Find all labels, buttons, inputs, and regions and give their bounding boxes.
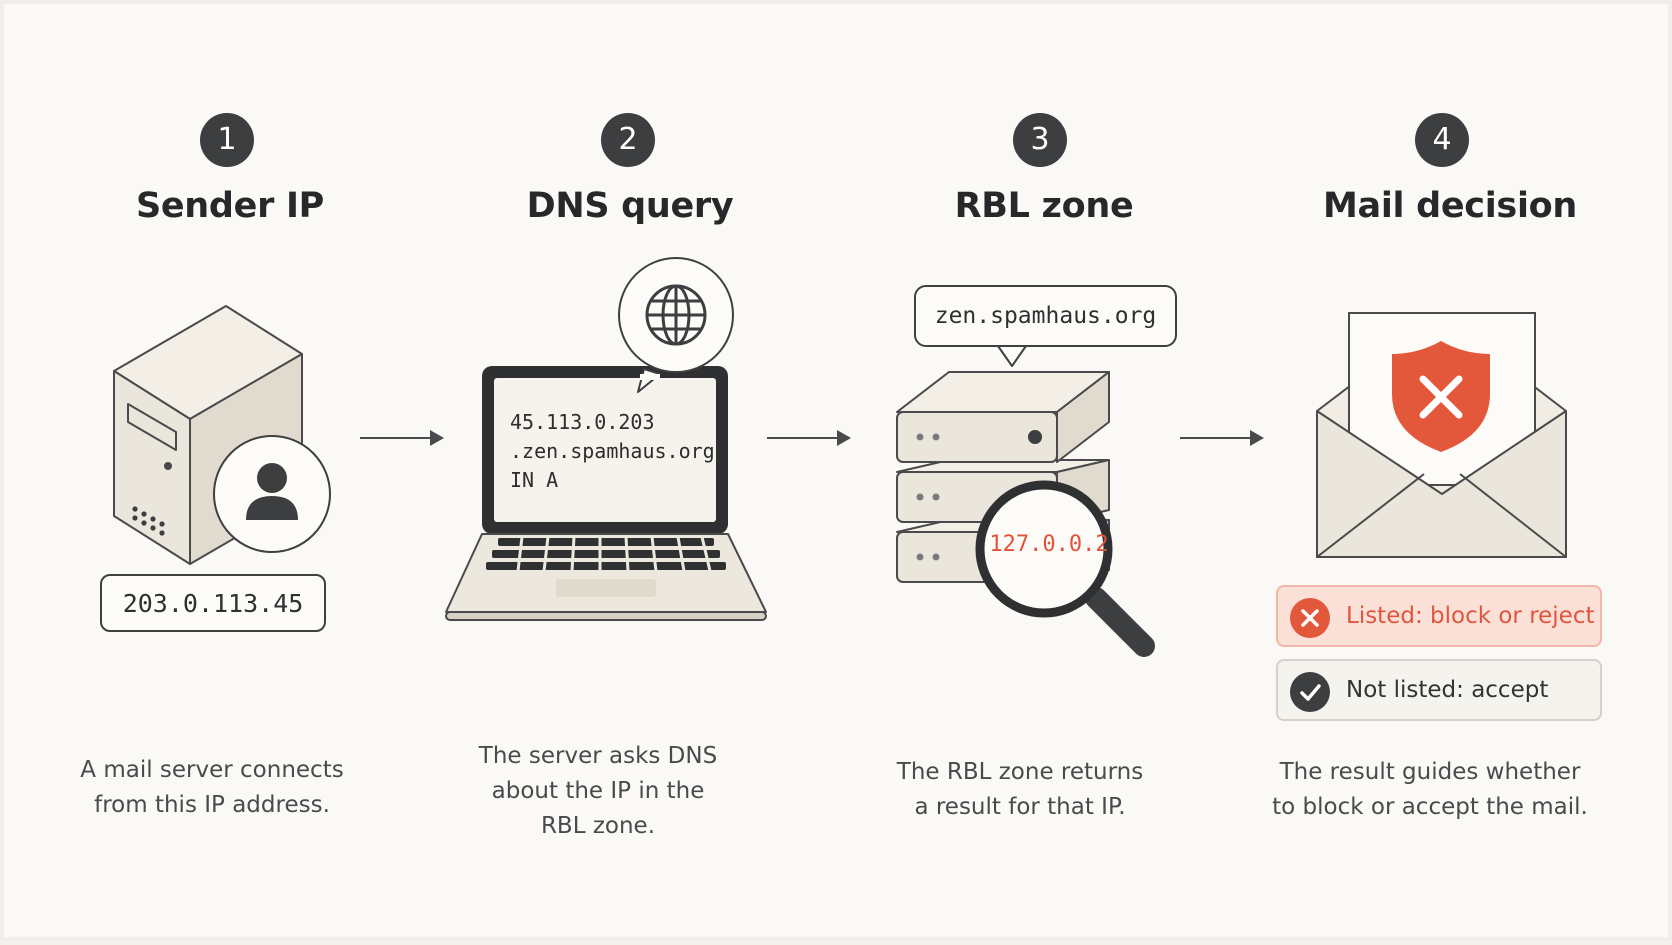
dns-query-line: IN A xyxy=(510,468,559,492)
step-2-description: The server asks DNS about the IP in the … xyxy=(418,739,778,844)
outcome-listed: Listed: block or reject xyxy=(1276,585,1602,647)
laptop-icon xyxy=(445,366,767,621)
description-line: about the IP in the xyxy=(491,778,705,804)
step-4-number: 4 xyxy=(1415,113,1469,167)
outcome-not-listed: Not listed: accept xyxy=(1276,659,1602,721)
rbl-zone-name: zen.spamhaus.org xyxy=(914,285,1177,347)
globe-icon xyxy=(618,257,734,393)
check-icon xyxy=(1290,672,1330,712)
step-4-description: The result guides whether to block or ac… xyxy=(1240,755,1620,825)
magnifier-icon xyxy=(975,480,1155,657)
envelope-icon xyxy=(1316,312,1567,558)
arrow-right-icon xyxy=(360,430,444,446)
step-2-number: 2 xyxy=(601,113,655,167)
shield-x-icon xyxy=(1392,341,1490,452)
sender-ip-address: 203.0.113.45 xyxy=(100,574,326,632)
description-line: The server asks DNS xyxy=(478,743,718,769)
description-line: The RBL zone returns xyxy=(896,759,1144,785)
description-line: from this IP address. xyxy=(94,792,330,818)
x-icon xyxy=(1290,598,1330,638)
description-line: The result guides whether xyxy=(1279,759,1581,785)
step-4-title: Mail decision xyxy=(1322,186,1578,226)
user-icon xyxy=(213,435,331,553)
step-1-description: A mail server connects from this IP addr… xyxy=(32,753,392,823)
step-3-description: The RBL zone returns a result for that I… xyxy=(840,755,1200,825)
outcome-not-listed-label: Not listed: accept xyxy=(1346,677,1549,703)
arrow-right-icon xyxy=(767,430,851,446)
dns-query-text: 45.113.0.203 .zen.spamhaus.org IN A xyxy=(510,408,715,495)
dns-query-line: 45.113.0.203 xyxy=(510,410,655,434)
step-2-title: DNS query xyxy=(526,186,734,226)
outcome-listed-label: Listed: block or reject xyxy=(1346,603,1595,629)
description-line: A mail server connects xyxy=(80,757,344,783)
diagram-illustrations xyxy=(113,257,1567,657)
description-line: to block or accept the mail. xyxy=(1272,794,1588,820)
rbl-result-address: 127.0.0.2 xyxy=(989,532,1109,557)
step-3-number: 3 xyxy=(1013,113,1067,167)
description-line: a result for that IP. xyxy=(914,794,1126,820)
step-1-title: Sender IP xyxy=(135,186,325,226)
step-1-number: 1 xyxy=(200,113,254,167)
dns-query-line: .zen.spamhaus.org xyxy=(510,439,715,463)
arrow-right-icon xyxy=(1180,430,1264,446)
step-3-title: RBL zone xyxy=(954,186,1134,226)
description-line: RBL zone. xyxy=(540,813,656,839)
